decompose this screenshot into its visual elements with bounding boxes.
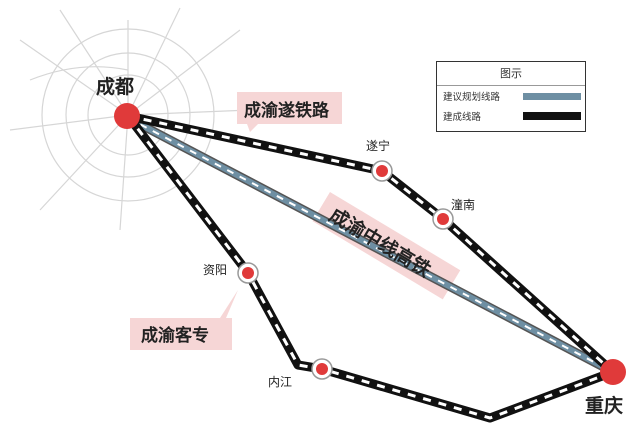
- city-label-chengdu: 成都: [96, 75, 134, 98]
- route-label-bg-suining: [237, 92, 342, 132]
- city-label-suining: 遂宁: [366, 138, 390, 153]
- city-label-tongnan: 潼南: [451, 197, 475, 212]
- route-label-bg-passenger: [130, 290, 238, 350]
- city-label-neijiang: 内江: [268, 375, 292, 389]
- station-chengdu: [114, 103, 140, 129]
- station-neijiang: [311, 358, 333, 380]
- route-label-chengyu-suining: 成渝遂铁路: [244, 100, 330, 121]
- built-lines: [124, 111, 617, 423]
- route-label-chengyu-passenger: 成渝客专: [141, 325, 209, 346]
- legend-swatch-built: [523, 112, 581, 120]
- city-label-chongqing: 重庆: [585, 394, 623, 417]
- stations: [114, 103, 626, 385]
- legend-item-planned: 建议规划线路: [437, 86, 585, 106]
- legend-label-built: 建成线路: [443, 112, 482, 123]
- planned-line: [125, 114, 616, 376]
- route-label-chengyu-central: 成渝中线高铁: [325, 203, 435, 281]
- legend-swatch-planned: [523, 92, 581, 100]
- legend-label-planned: 建议规划线路: [443, 92, 501, 103]
- legend-item-built: 建成线路: [437, 106, 585, 126]
- station-suining: [371, 160, 393, 182]
- city-label-ziyang: 资阳: [203, 263, 227, 277]
- station-chongqing: [600, 359, 626, 385]
- station-tongnan: [432, 208, 454, 230]
- map-legend: 图示 建议规划线路 建成线路: [436, 61, 586, 132]
- legend-title: 图示: [437, 65, 585, 86]
- station-ziyang: [237, 262, 259, 284]
